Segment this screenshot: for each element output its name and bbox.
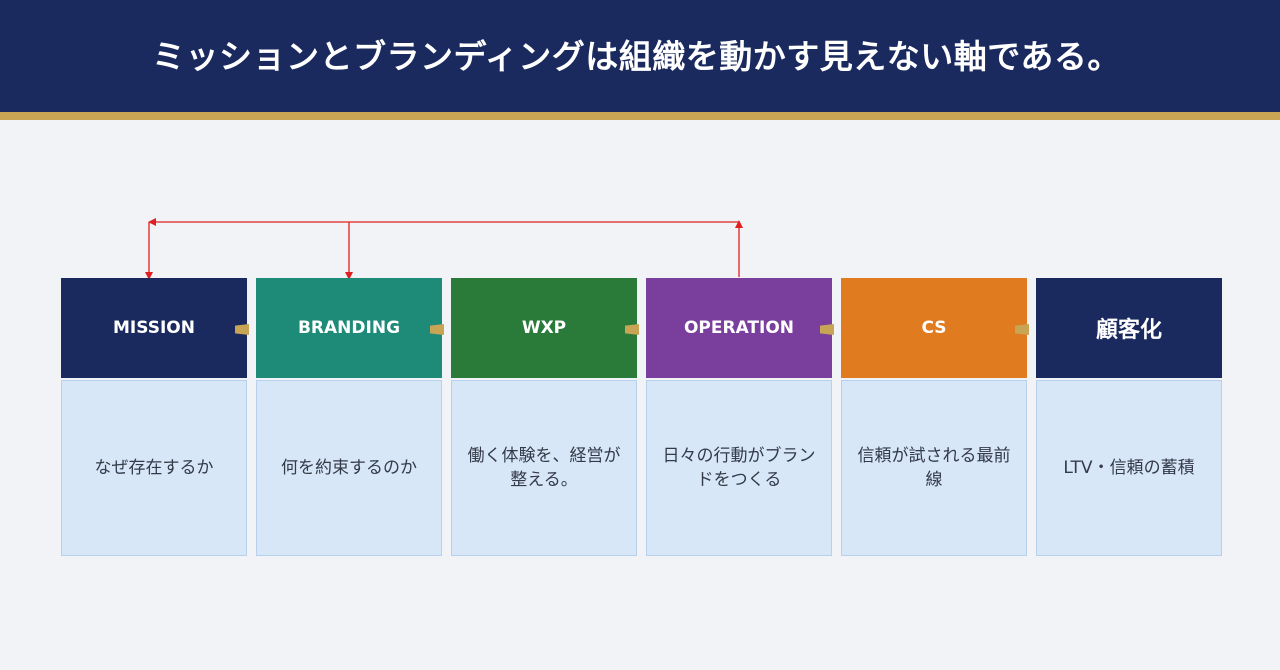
step-desc-customer: LTV・信頼の蓄積 — [1036, 380, 1222, 556]
step-label: WXP — [521, 318, 567, 338]
step-label: MISSION — [113, 318, 195, 338]
step-desc-mission: なぜ存在するか — [61, 380, 247, 556]
step-head-customer: 顧客化 — [1036, 278, 1222, 378]
step-desc-wxp: 働く体験を、経営が整える。 — [451, 380, 637, 556]
step-desc-text: 何を約束するのか — [281, 458, 417, 478]
connector-arrow — [430, 324, 444, 335]
header-accent-bar — [0, 112, 1280, 120]
step-head-cs: CS — [841, 278, 1027, 378]
step-label: 顧客化 — [1095, 318, 1162, 343]
step-label: CS — [921, 318, 947, 338]
step-head-wxp: WXP — [451, 278, 637, 378]
step-label: OPERATION — [683, 318, 795, 338]
step-desc-text: LTV・信頼の蓄積 — [1063, 458, 1195, 478]
step-desc-branding: 何を約束するのか — [256, 380, 442, 556]
connector-arrow — [235, 324, 249, 335]
step-desc-text: なぜ存在するか — [94, 458, 214, 478]
step-desc-text: 信頼が試される最前線 — [857, 446, 1011, 490]
step-head-branding: BRANDING — [256, 278, 442, 378]
step-desc-text: 働く体験を、経営が整える。 — [467, 446, 621, 490]
step-desc-operation: 日々の行動がブランドをつくる — [646, 380, 832, 556]
page-title: ミッションとブランディングは組織を動かす見えない軸である。 — [152, 37, 1121, 76]
connector-arrow — [1015, 324, 1029, 335]
step-desc-text: 日々の行動がブランドをつくる — [662, 446, 816, 490]
connector-arrow — [625, 324, 639, 335]
step-desc-cs: 信頼が試される最前線 — [841, 380, 1027, 556]
step-head-mission: MISSION — [61, 278, 247, 378]
header-banner: ミッションとブランディングは組織を動かす見えない軸である。 — [0, 0, 1280, 112]
step-head-operation: OPERATION — [646, 278, 832, 378]
connector-arrow — [820, 324, 834, 335]
step-label: BRANDING — [297, 318, 401, 338]
